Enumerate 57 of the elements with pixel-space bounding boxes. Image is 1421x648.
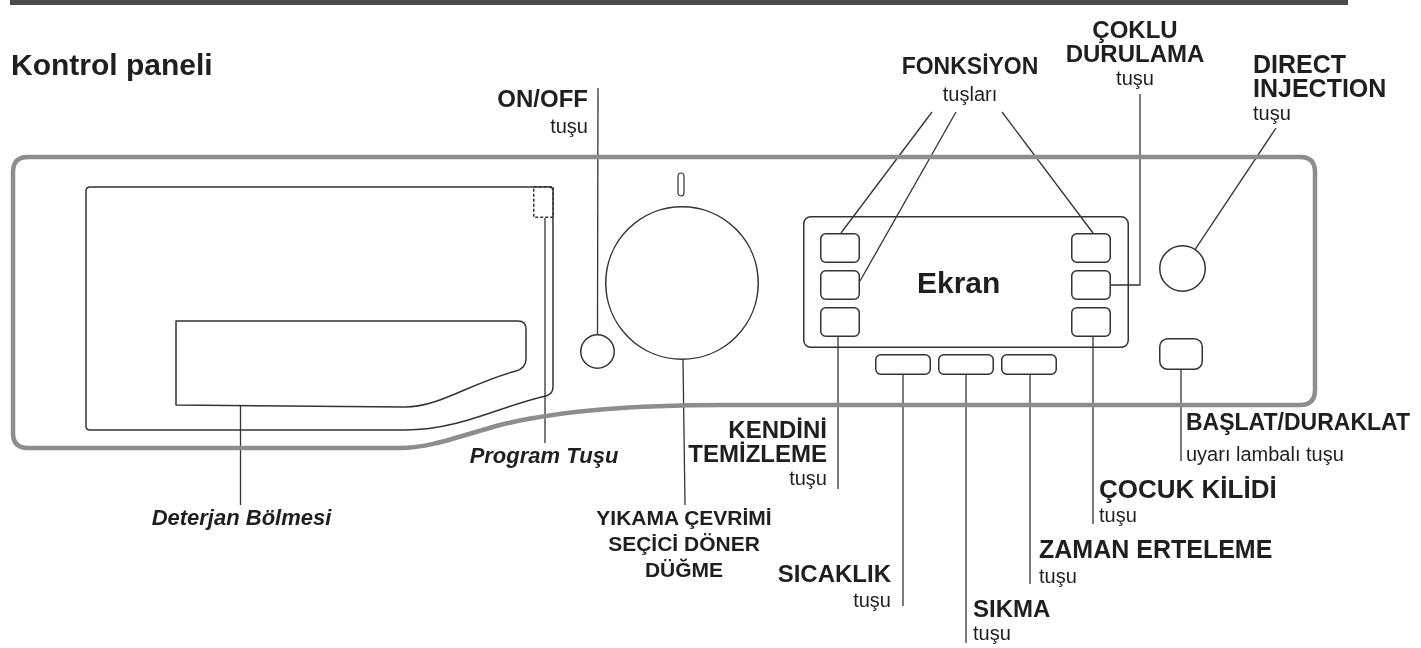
control-sublabel: tuşu — [1099, 503, 1137, 527]
control-sublabel: tuşu — [1253, 101, 1291, 125]
leader-line — [1110, 93, 1141, 286]
control-label: SIKMA — [973, 597, 1051, 621]
part-label: Deterjan Bölmesi — [140, 505, 343, 531]
control-label: YIKAMA ÇEVRİMİ SEÇİCİ DÖNER DÜĞME — [592, 505, 776, 583]
control-sublabel: tuşu — [973, 621, 1011, 645]
control-label: ON/OFF — [497, 86, 588, 112]
leader-line — [902, 374, 904, 607]
panel-button — [1071, 307, 1111, 337]
leader-line — [1092, 336, 1094, 525]
panel-button — [875, 354, 931, 375]
control-label: FONKSİYON — [901, 53, 1039, 79]
panel-button — [1159, 338, 1203, 370]
part-label: Program Tuşu — [460, 443, 628, 468]
leader-line — [596, 87, 599, 335]
panel-button — [1001, 354, 1057, 375]
leader-line — [1001, 111, 1094, 234]
panel-button — [820, 233, 860, 263]
control-sublabel: tuşu — [789, 466, 827, 490]
panel-button — [1071, 270, 1111, 300]
control-label: DIRECT INJECTION — [1253, 52, 1388, 100]
leader-line — [837, 336, 839, 490]
leader-line — [1194, 127, 1277, 250]
control-label: SICAKLIK — [777, 561, 891, 587]
panel-button — [820, 270, 860, 300]
detergent-drawer — [85, 186, 555, 432]
control-label: KENDİNİ TEMİZLEME — [687, 418, 827, 466]
control-label: ÇOKLU DURULAMA — [1064, 18, 1206, 66]
round-button — [1159, 245, 1206, 292]
leader-line — [1029, 374, 1031, 585]
leader-line — [239, 404, 242, 506]
leader-line — [682, 359, 686, 506]
selector-knob — [605, 206, 759, 360]
leader-line — [859, 111, 957, 282]
panel-button — [1071, 233, 1111, 263]
control-label: ZAMAN ERTELEME — [1039, 535, 1273, 563]
control-sublabel: tuşu — [550, 114, 588, 138]
leader-line — [965, 374, 967, 644]
leader-line — [840, 111, 933, 234]
round-button — [580, 334, 615, 369]
leader-line — [544, 217, 546, 444]
control-sublabel: tuşu — [1039, 564, 1077, 588]
control-label: ÇOCUK KİLİDİ — [1099, 475, 1277, 503]
control-label: BAŞLAT/DURAKLAT — [1186, 409, 1410, 435]
control-sublabel: uyarı lambalı tuşu — [1186, 442, 1344, 466]
control-sublabel: tuşları — [942, 82, 998, 106]
panel-button — [938, 354, 994, 375]
dashed-button-outline — [533, 186, 554, 218]
panel-button — [820, 307, 860, 337]
screen-label: Ekran — [917, 266, 1001, 300]
control-sublabel: tuşu — [1116, 66, 1154, 90]
leader-line — [1180, 369, 1182, 462]
control-sublabel: tuşu — [853, 588, 891, 612]
drawer-handle-recess — [175, 320, 528, 409]
display-screen — [803, 216, 1129, 348]
section-title: Kontrol paneli — [11, 48, 213, 82]
